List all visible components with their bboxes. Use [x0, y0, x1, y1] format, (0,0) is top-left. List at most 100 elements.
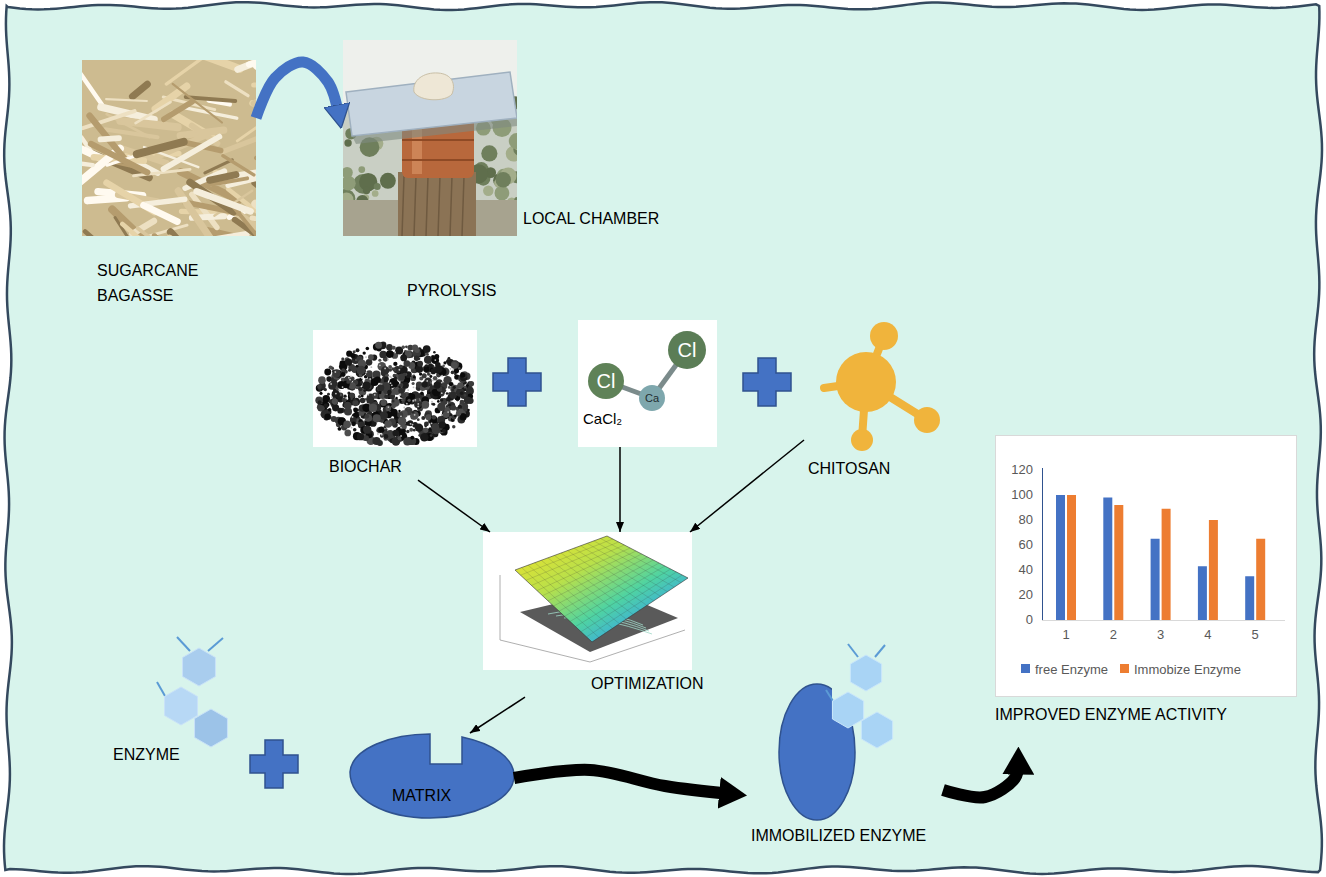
char-speckle	[403, 407, 405, 409]
char-particle	[451, 362, 458, 369]
surface-plot	[483, 532, 692, 670]
char-speckle	[429, 372, 431, 374]
molecule-ball	[851, 429, 873, 451]
immobilized-node: IMMOBILIZED ENZYME	[747, 640, 943, 849]
char-speckle	[339, 390, 341, 392]
char-particle	[402, 346, 405, 349]
enzyme-hexagon	[832, 692, 863, 728]
mesh-line	[576, 569, 671, 627]
chart-axis	[1042, 468, 1043, 620]
char-particle	[439, 421, 446, 428]
char-speckle	[400, 435, 402, 437]
enzyme-hexagon	[861, 712, 892, 748]
char-speckle	[399, 369, 401, 371]
char-particle	[427, 372, 431, 376]
char-particle	[340, 360, 347, 367]
mesh-line	[587, 575, 683, 637]
char-particle	[452, 360, 460, 368]
legend-swatch	[1120, 664, 1129, 673]
char-particle	[437, 403, 445, 411]
char-particle	[394, 376, 397, 379]
char-speckle	[387, 406, 389, 408]
char-particle	[424, 422, 429, 427]
char-particle	[331, 398, 338, 405]
char-particle	[384, 377, 388, 381]
char-speckle	[384, 368, 386, 370]
char-particle	[398, 374, 405, 381]
char-particle	[408, 393, 413, 398]
char-particle	[451, 360, 459, 368]
straw-piece	[196, 60, 240, 69]
char-particle	[327, 393, 330, 396]
char-particle	[452, 415, 457, 420]
char-speckle	[452, 369, 454, 371]
char-particle	[450, 405, 456, 411]
char-particle	[397, 412, 403, 418]
legend-item: free Enzyme	[1021, 661, 1108, 678]
char-particle	[448, 386, 451, 389]
char-speckle	[412, 400, 414, 402]
straw-piece	[226, 82, 248, 96]
char-particle	[385, 405, 391, 411]
char-particle	[456, 388, 465, 397]
char-particle	[464, 396, 472, 404]
photo-ground	[82, 60, 256, 236]
axis-tick-label: 5	[1245, 627, 1265, 643]
legend-swatch	[1021, 664, 1030, 673]
cacl2-molecule	[578, 320, 717, 447]
char-particle	[353, 408, 358, 413]
char-speckle	[441, 414, 443, 416]
char-particle	[341, 372, 346, 377]
char-particle	[379, 351, 387, 359]
char-particle	[406, 430, 409, 433]
char-particle	[344, 430, 351, 437]
matrix-shape	[350, 734, 514, 818]
bar	[1256, 539, 1265, 620]
char-speckle	[351, 427, 353, 429]
chamber-photo	[343, 40, 517, 236]
foliage	[374, 183, 381, 190]
chart-node: IMPROVED ENZYME ACTIVITY	[991, 435, 1297, 747]
char-particle	[318, 376, 326, 384]
char-particle	[384, 420, 392, 428]
char-particle	[341, 358, 344, 361]
enzyme-hexagon	[195, 709, 228, 747]
char-speckle	[447, 411, 449, 413]
axis-tick-label: 40	[1001, 562, 1033, 578]
char-particle	[458, 413, 461, 416]
char-particle	[411, 411, 419, 419]
legend-label: Immobize Enzyme	[1134, 662, 1241, 677]
plus-symbol	[743, 358, 791, 406]
char-speckle	[390, 382, 392, 384]
mesh-line	[574, 548, 654, 601]
mesh-line	[587, 543, 667, 591]
char-speckle	[407, 389, 409, 391]
straw-piece	[91, 144, 148, 173]
foliage	[481, 145, 497, 161]
char-particle	[460, 400, 465, 405]
char-particle	[342, 381, 349, 388]
char-particle	[379, 391, 382, 394]
char-particle	[358, 387, 362, 391]
node-label: SUGARCANE BAGASSE	[97, 258, 215, 308]
mesh-line	[594, 541, 674, 587]
char-particle	[338, 427, 342, 431]
char-particle	[391, 404, 396, 409]
foliage	[343, 176, 356, 191]
char-particle	[389, 378, 398, 387]
block-arrow	[514, 770, 730, 794]
immobilized-icon	[779, 644, 893, 820]
char-particle	[417, 361, 423, 367]
char-particle	[381, 366, 389, 374]
char-particle	[442, 364, 445, 367]
char-particle	[361, 395, 364, 398]
legend-item: Immobize Enzyme	[1120, 661, 1241, 678]
char-particle	[345, 359, 352, 366]
pot-band	[402, 159, 474, 161]
foliage	[358, 166, 365, 173]
char-particle	[359, 378, 362, 381]
char-particle	[407, 407, 410, 410]
enzyme-stub	[875, 645, 885, 657]
node-label: BIOCHAR	[329, 457, 402, 476]
